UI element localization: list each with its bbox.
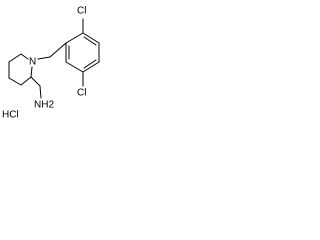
bond-ar4-ar5	[82, 61, 100, 73]
bond-ar5-ar6	[65, 61, 84, 73]
nitrogen-ring-label: N	[29, 57, 36, 68]
bond-n-c2	[30, 66, 33, 78]
bond-c6-n	[20, 53, 29, 60]
aminomethyl-group	[30, 76, 42, 99]
bond-c3-c4	[8, 77, 22, 86]
double-bond-ar2-ar3	[83, 36, 97, 46]
bond-c5-c6	[8, 53, 22, 63]
bond-ch2-nh2	[39, 85, 42, 99]
chlorine-top-label: Cl	[77, 6, 86, 17]
amine-label: NH2	[34, 100, 54, 111]
bond-n-benzyl	[37, 56, 51, 60]
hydrochloride-label: HCl	[2, 110, 19, 121]
bond-c2-ch2	[30, 76, 41, 87]
bond-c2-c3	[20, 76, 32, 86]
chlorine-bottom-label: Cl	[77, 88, 86, 99]
bond-ar2-ar3	[82, 32, 100, 44]
double-bond-ar4-ar5	[83, 59, 97, 69]
piperidine-ring	[8, 53, 33, 86]
bond-ar1-ar2	[65, 32, 84, 44]
dichlorobenzene-ring	[65, 32, 100, 73]
chemical-structure-diagram: Cl N NH2 Cl HCl	[2, 6, 100, 121]
bond-benzyl-ring	[49, 42, 67, 58]
